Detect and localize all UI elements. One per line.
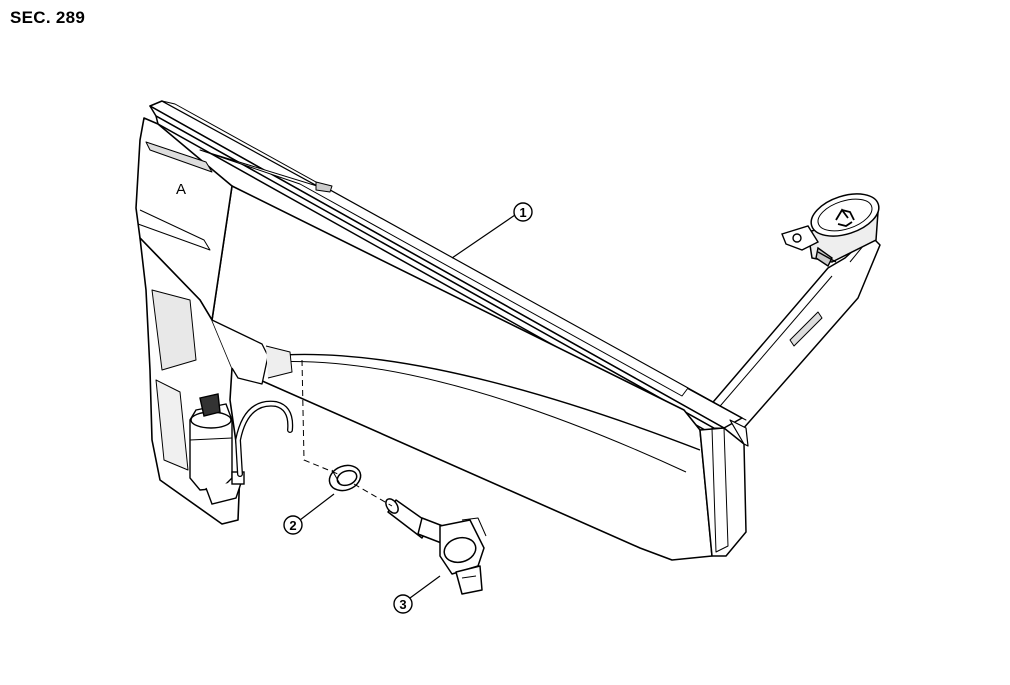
filler-neck bbox=[707, 234, 881, 431]
callout-2-number: 2 bbox=[289, 518, 296, 533]
section-label: SEC. 289 bbox=[10, 8, 86, 27]
callout-1: 1 bbox=[513, 202, 533, 222]
leader-lines bbox=[299, 214, 516, 599]
washer-pump bbox=[189, 393, 245, 505]
callout-1-number: 1 bbox=[519, 205, 526, 220]
grommet bbox=[328, 464, 362, 492]
callout-3: 3 bbox=[393, 594, 413, 614]
cap-strap bbox=[781, 225, 837, 268]
filler-cap bbox=[807, 193, 880, 263]
assembly-guide-lines bbox=[301, 359, 393, 507]
washer-hose bbox=[234, 400, 294, 477]
recycle-icon bbox=[835, 208, 855, 227]
callout-3-number: 3 bbox=[399, 597, 406, 612]
zone-label: A bbox=[176, 181, 186, 198]
level-sensor bbox=[385, 498, 487, 595]
callout-2: 2 bbox=[283, 515, 303, 535]
washer-tank bbox=[135, 100, 749, 561]
